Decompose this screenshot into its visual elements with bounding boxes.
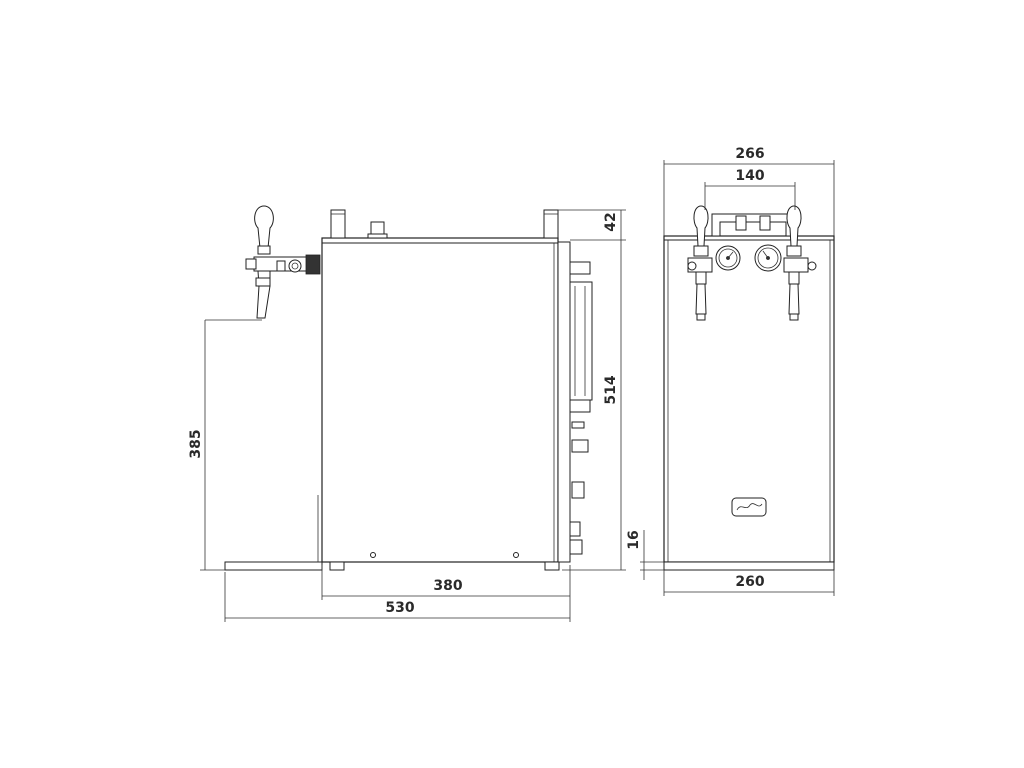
front-tap-left xyxy=(687,205,713,321)
dim-16-label: 16 xyxy=(626,530,642,549)
drip-tray xyxy=(224,561,323,571)
foot-rear xyxy=(544,561,560,571)
dim-530-label: 530 xyxy=(385,600,414,616)
brand-logo-icon xyxy=(731,497,767,517)
tap-handle xyxy=(254,205,274,249)
dim-514-42: 42 514 xyxy=(558,209,626,571)
dim-385: 385 xyxy=(188,319,262,571)
side-tap xyxy=(245,205,321,319)
top-post-front xyxy=(330,209,346,239)
dim-385-label: 385 xyxy=(188,429,204,458)
dim-140: 140 xyxy=(704,168,796,210)
dim-380-label: 380 xyxy=(433,578,462,594)
side-body xyxy=(321,237,559,563)
dim-380: 380 xyxy=(321,565,571,600)
foot-front xyxy=(329,561,345,571)
pressure-gauge-right xyxy=(754,244,782,272)
carry-handle xyxy=(711,213,795,237)
dim-266-label: 266 xyxy=(735,146,764,162)
dim-514-label: 514 xyxy=(603,375,619,404)
front-tap-right xyxy=(783,205,817,321)
front-view: 266 140 260 16 xyxy=(626,146,835,596)
dim-260-label: 260 xyxy=(735,574,764,590)
dim-140-label: 140 xyxy=(735,168,764,184)
dim-260: 260 xyxy=(663,570,835,596)
rear-components xyxy=(557,241,593,563)
side-view: 385 42 514 380 530 xyxy=(188,205,626,622)
top-post-rear xyxy=(543,209,559,239)
pressure-gauge-left xyxy=(715,245,741,271)
dim-16: 16 xyxy=(626,530,664,580)
dim-530: 530 xyxy=(224,572,571,622)
dim-266: 266 xyxy=(663,146,835,236)
dim-42-label: 42 xyxy=(603,212,619,231)
tap-nut xyxy=(305,254,321,275)
